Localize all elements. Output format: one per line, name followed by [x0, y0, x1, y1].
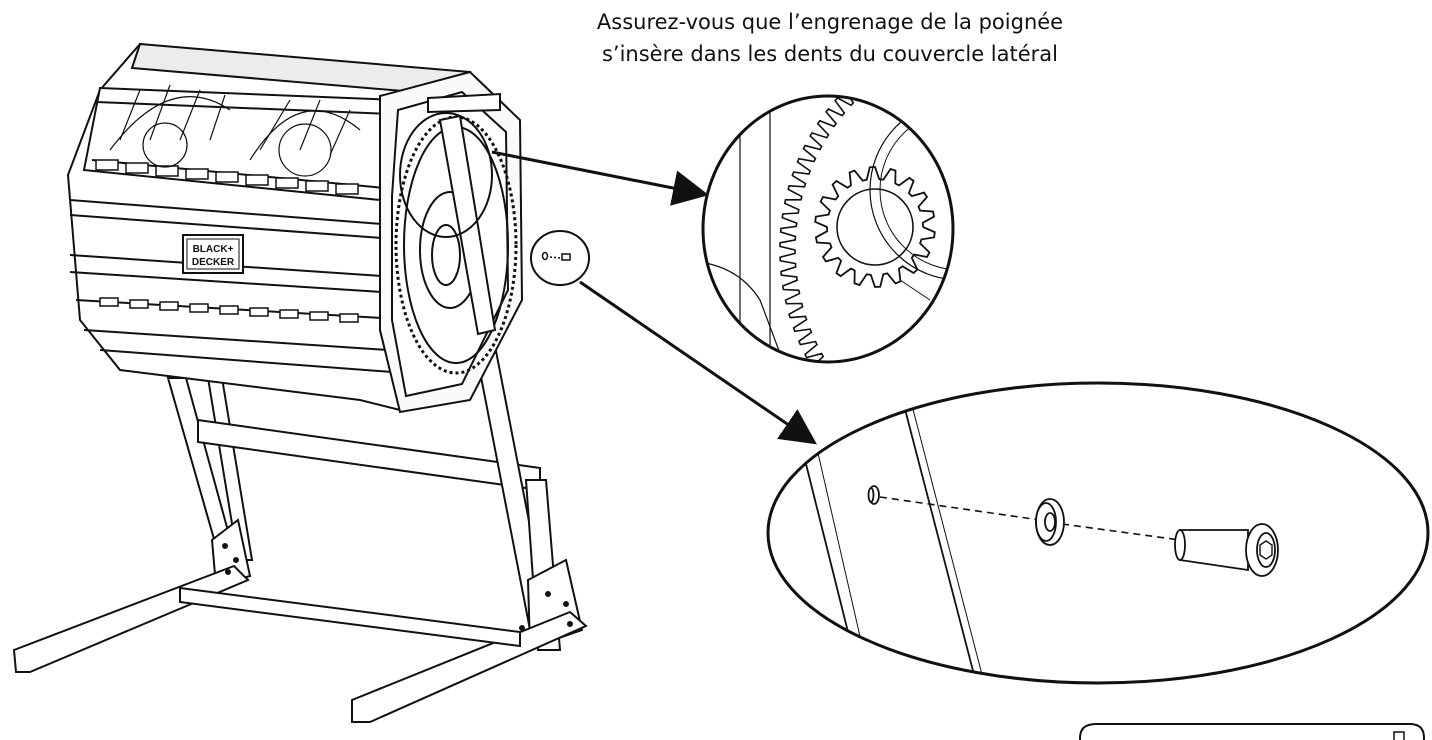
vent-slots [95, 159, 359, 323]
arrow-to-pin-detail [579, 280, 817, 445]
page-frame-corner [1079, 723, 1425, 740]
pin-detail-callout [766, 381, 1430, 685]
gear-highlight-circle [399, 112, 493, 238]
instruction-caption: Assurez-vous que l’engrenage de la poign… [520, 6, 1140, 70]
caption-line-1: Assurez-vous que l’engrenage de la poign… [596, 10, 1064, 34]
caption-line-2: s’insère dans les dents du couvercle lat… [601, 42, 1058, 66]
logo-line-1: BLACK+ [193, 244, 234, 255]
gear-detail-callout [701, 94, 955, 364]
arrow-to-gear-detail [491, 150, 709, 206]
brand-logo: BLACK+ DECKER [182, 234, 244, 274]
crank-handle [427, 92, 501, 336]
pin-highlight-circle [530, 230, 590, 286]
drum-interior [109, 84, 361, 177]
logo-line-2: DECKER [192, 257, 235, 268]
